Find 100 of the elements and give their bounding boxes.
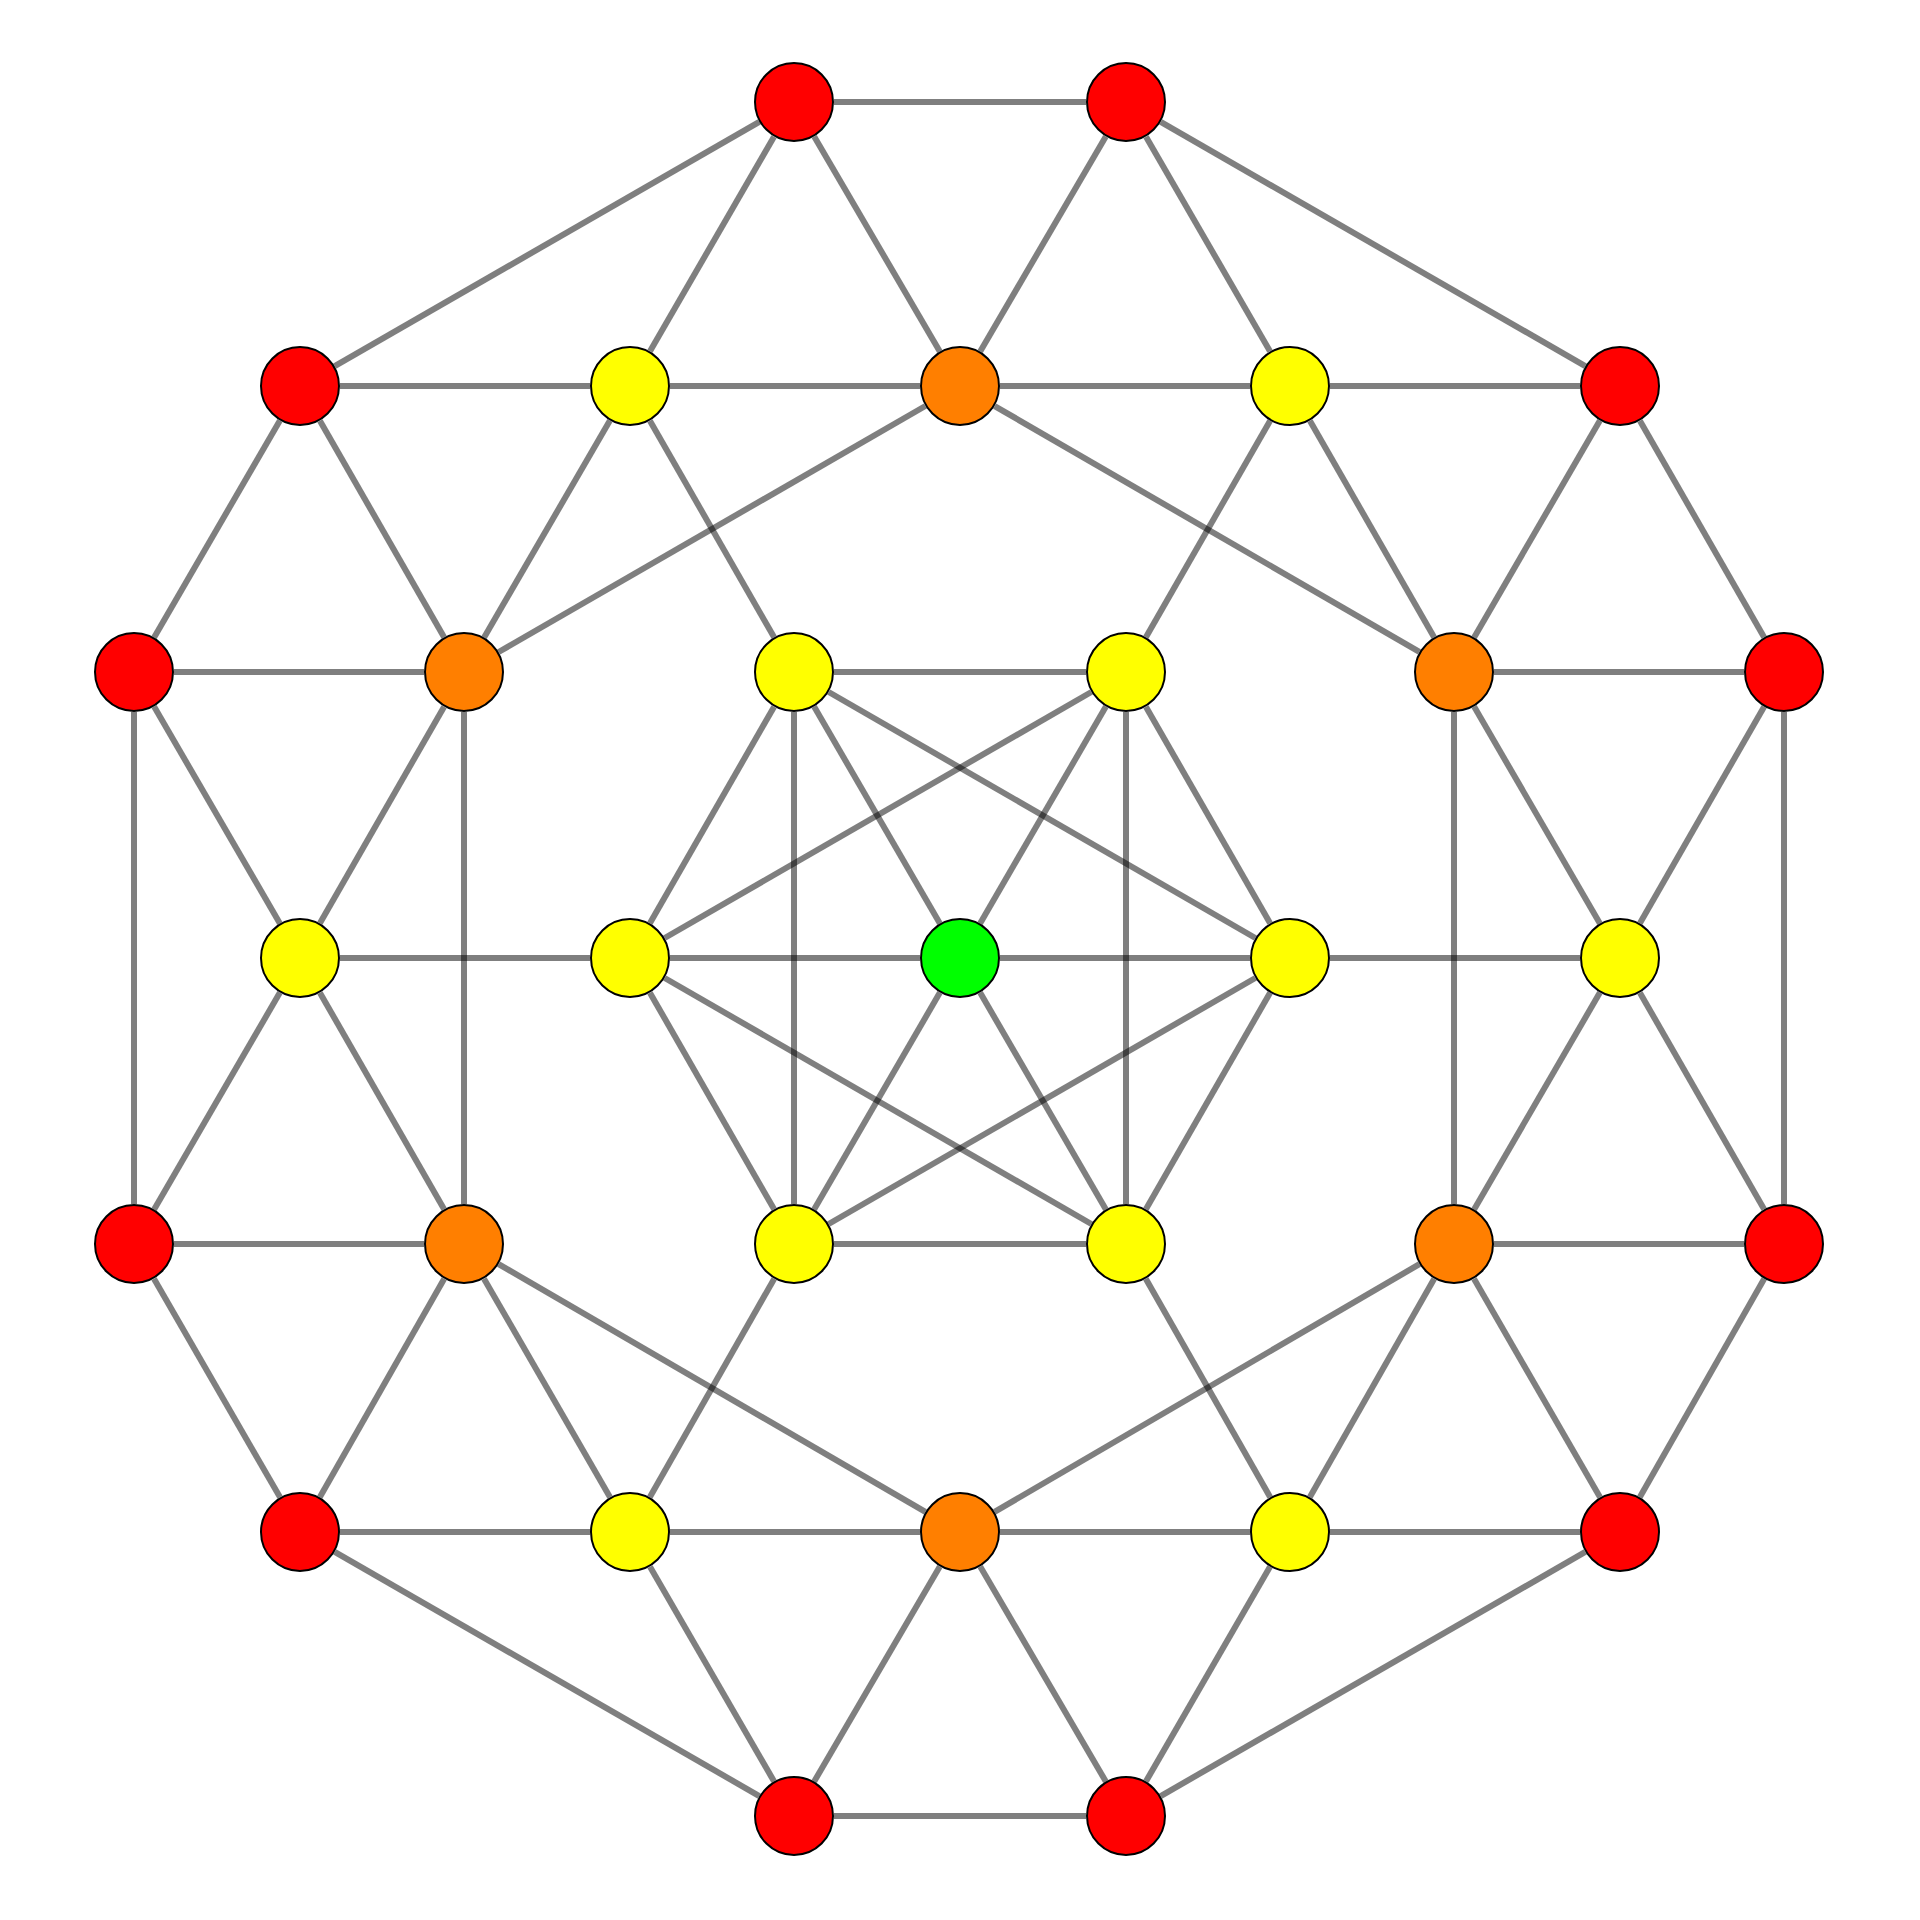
graph-edge (1781, 712, 1787, 1204)
vertex-dot (1250, 346, 1330, 426)
vertex-dot (1086, 1204, 1166, 1284)
graph-edge (1159, 119, 1587, 369)
graph-edge (663, 689, 1093, 941)
vertex-dot (1250, 1492, 1330, 1572)
graph-edge (151, 705, 283, 925)
graph-edge (647, 135, 777, 353)
graph-edge (1471, 1277, 1603, 1499)
graph-edge (827, 975, 1257, 1227)
graph-edge (1471, 419, 1603, 639)
graph-edge (317, 705, 447, 925)
graph-edge (811, 1565, 943, 1783)
graph-edge (647, 1565, 777, 1783)
graph-edge (977, 705, 1109, 925)
graph-edge (647, 705, 777, 925)
graph-edge (1307, 1277, 1437, 1499)
vertex-dot (754, 632, 834, 712)
vertex-dot (754, 1776, 834, 1856)
graph-edge (1000, 1529, 1250, 1535)
vertex-dot (754, 62, 834, 142)
graph-edge (834, 669, 1086, 675)
graph-edge (151, 991, 283, 1211)
graph-edge (1000, 383, 1250, 389)
graph-edge (977, 991, 1109, 1211)
vertex-dot (590, 918, 670, 998)
graph-edge (1471, 991, 1603, 1211)
vertex-dot (1414, 1204, 1494, 1284)
vertex-dot (1580, 918, 1660, 998)
graph-edge (1637, 705, 1767, 925)
vertex-dot (260, 346, 340, 426)
graph-edge (333, 119, 761, 369)
graph-edge (481, 419, 613, 639)
graph-edge (1330, 383, 1580, 389)
graph-edge (1637, 991, 1767, 1211)
graph-edge (131, 712, 137, 1204)
graph-edge (317, 991, 447, 1211)
vertex-dot (920, 918, 1000, 998)
graph-edge (993, 403, 1421, 655)
graph-edge (151, 419, 283, 639)
graph-edge (151, 1277, 283, 1499)
graph-edge (670, 1529, 920, 1535)
graph-edge (811, 135, 943, 353)
graph-edge (1451, 712, 1457, 1204)
graph-edge (1143, 705, 1273, 925)
graph-edge (1494, 669, 1744, 675)
graph-edge (993, 1261, 1421, 1515)
graph-edge (1330, 1529, 1580, 1535)
vertex-dot (1250, 918, 1330, 998)
vertex-dot (1580, 346, 1660, 426)
graph-edge (1637, 419, 1767, 639)
graph-edge (647, 419, 777, 639)
vertex-dot (94, 632, 174, 712)
graph-edge (977, 1565, 1109, 1783)
graph-edge (461, 712, 467, 1204)
graph-edge (1143, 991, 1273, 1211)
graph-edge (811, 991, 943, 1211)
vertex-dot (1744, 1204, 1824, 1284)
graph-edge (340, 383, 590, 389)
graph-edge (811, 705, 943, 925)
vertex-dot (754, 1204, 834, 1284)
graph-edge (1000, 955, 1250, 961)
graph-edge (791, 712, 797, 1204)
graph-edge (340, 955, 590, 961)
graph-edge (670, 955, 920, 961)
vertex-dot (260, 1492, 340, 1572)
graph-edge (497, 403, 927, 655)
vertex-dot (920, 1492, 1000, 1572)
graph-edge (1143, 1565, 1273, 1783)
graph-edge (481, 1277, 613, 1499)
graph-edge (1471, 705, 1603, 925)
graph-edge (497, 1261, 927, 1515)
vertex-dot (1086, 632, 1166, 712)
vertex-dot (590, 1492, 670, 1572)
vertex-dot (424, 632, 504, 712)
vertex-dot (1086, 62, 1166, 142)
graph-edge (317, 1277, 447, 1499)
graph-edge (834, 1813, 1086, 1819)
graph-edge (834, 99, 1086, 105)
graph-edge (1143, 1277, 1273, 1499)
vertex-dot (1580, 1492, 1660, 1572)
graph-edge (340, 1529, 590, 1535)
vertex-dot (1086, 1776, 1166, 1856)
vertex-dot (424, 1204, 504, 1284)
graph-edge (1330, 955, 1580, 961)
vertex-dot (1744, 632, 1824, 712)
graph-edge (174, 1241, 424, 1247)
graph-edge (1123, 712, 1129, 1204)
graph-edge (1143, 419, 1273, 639)
graph-edge (317, 419, 447, 639)
graph-edge (977, 135, 1109, 353)
graph-edge (333, 1549, 761, 1799)
graph-edge (1637, 1277, 1767, 1499)
graph-edge (1159, 1549, 1587, 1799)
graph-edge (834, 1241, 1086, 1247)
graph-edge (1307, 419, 1437, 639)
graph-edge (663, 975, 1093, 1227)
vertex-dot (260, 918, 340, 998)
graph-edge (174, 669, 424, 675)
vertex-dot (920, 346, 1000, 426)
